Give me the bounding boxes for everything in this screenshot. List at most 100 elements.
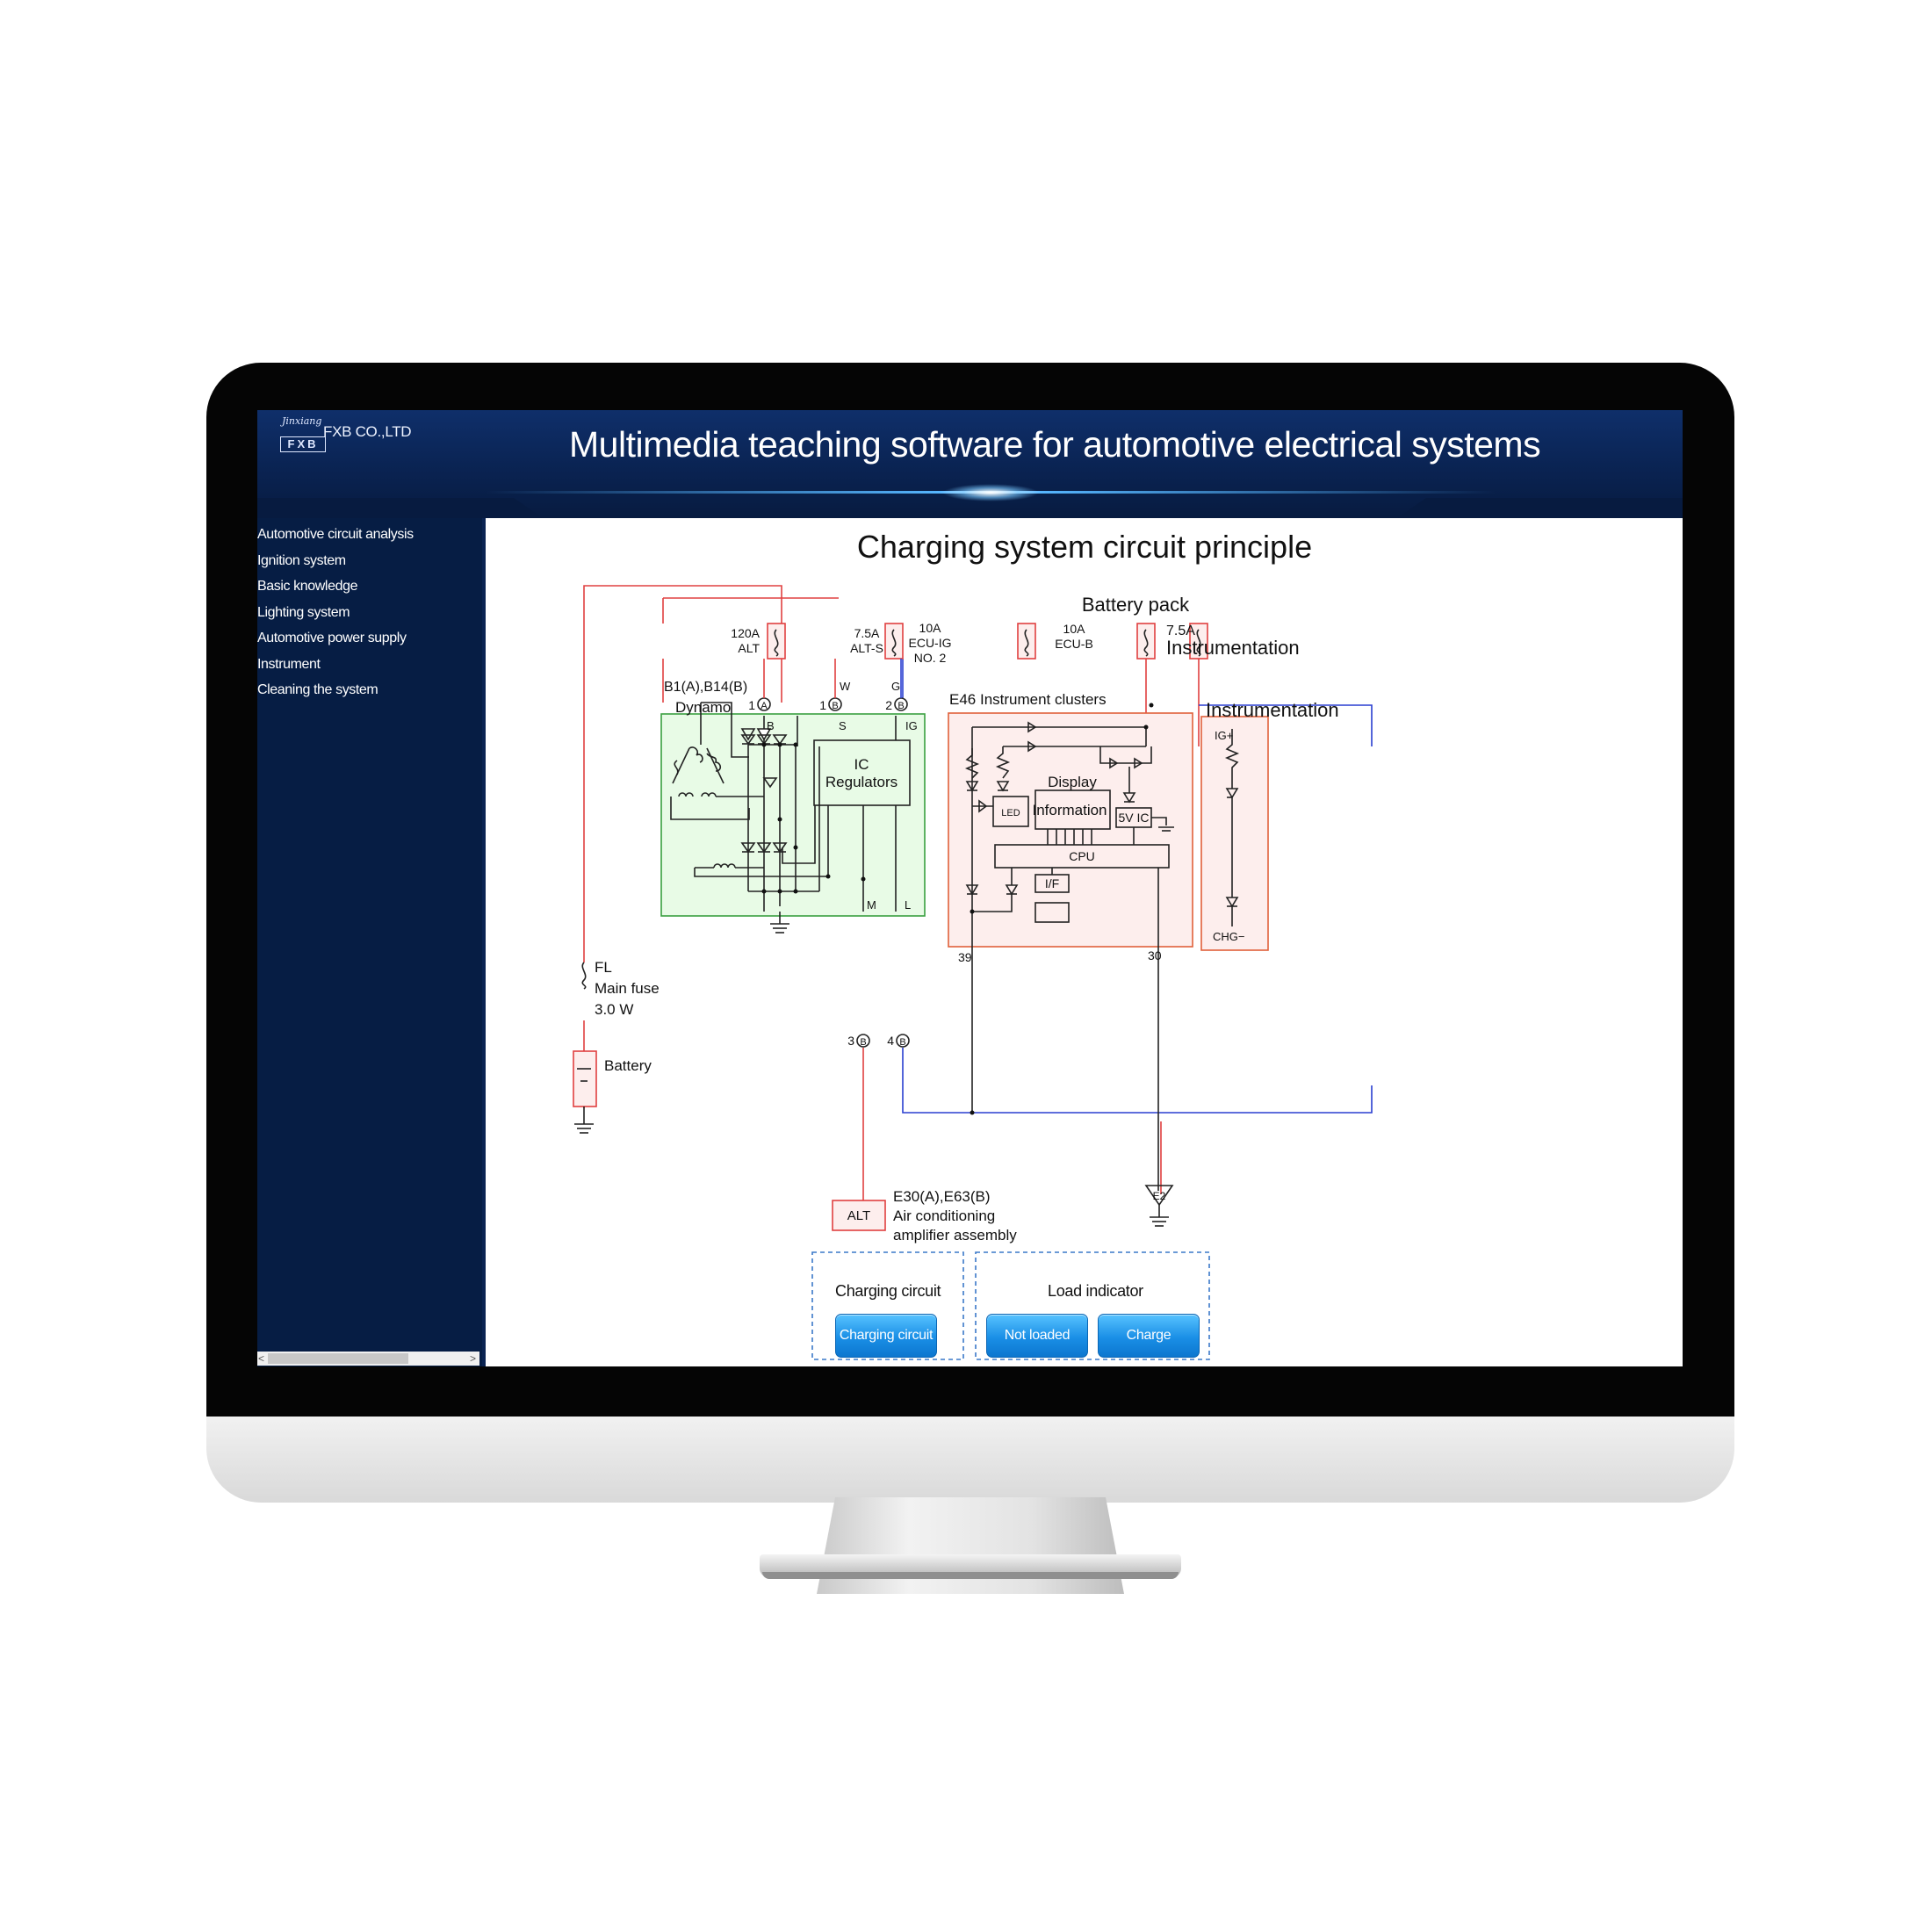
led-label: LED	[1001, 808, 1020, 818]
dynamo-code-label: B1(A),B14(B)	[664, 680, 747, 695]
dynamo-internals	[670, 702, 911, 934]
junction-dots	[761, 703, 1154, 1115]
ig-plus-label: IG+	[1215, 729, 1233, 742]
term-m-label: M	[867, 898, 876, 912]
pin-4-label: 4	[887, 1034, 894, 1048]
scroll-left-arrow-icon[interactable]: <	[258, 1352, 265, 1365]
display-label: Display	[1048, 774, 1097, 790]
pin-1a-label: 1	[748, 698, 755, 712]
diagram-title: Charging system circuit principle	[857, 529, 1312, 565]
main-fuse-label: Main fuse	[595, 980, 660, 997]
terminal-b4-label: B	[899, 1037, 905, 1048]
ic-line1-label: IC	[854, 756, 869, 773]
company-name: FXB CO.,LTD	[323, 423, 412, 440]
monitor-stand-foot-edge	[762, 1572, 1179, 1579]
alt-box-label: ALT	[847, 1208, 870, 1223]
company-logo: Jinxiang FXB	[268, 412, 326, 452]
i-f-label: I/F	[1045, 876, 1059, 890]
monitor-stand-neck	[817, 1497, 1124, 1594]
logo-letters: FXB	[280, 436, 326, 452]
fuse-alt-s-label: ALT-S	[850, 641, 883, 655]
dynamo-label: Dynamo	[675, 699, 731, 716]
pin-2-label: 2	[885, 698, 892, 712]
fuse-boxes	[573, 623, 1208, 1231]
fuse-7-5a-label: 7.5A	[854, 626, 880, 640]
charging-circuit-group-label: Charging circuit	[835, 1282, 941, 1300]
ac-line1-label: Air conditioning	[893, 1208, 995, 1224]
fuse-10a-label: 10A	[919, 621, 942, 635]
pin-39-label: 39	[958, 950, 972, 964]
ac-code-label: E30(A),E63(B)	[893, 1188, 991, 1205]
sidebar-item-lighting-system[interactable]: Lighting system	[257, 604, 350, 620]
e2-label: E2	[1153, 1190, 1166, 1202]
pin-30-label: 30	[1148, 948, 1162, 962]
term-s-label: S	[839, 719, 847, 732]
terminal-b2-label: B	[898, 701, 904, 711]
sidebar-item-cleaning-the-system[interactable]: Cleaning the system	[257, 682, 378, 697]
sidebar-item-automotive-power-supply[interactable]: Automotive power supply	[257, 631, 407, 645]
sidebar-item-automotive-circuit-analysis[interactable]: Automotive circuit analysis	[257, 527, 414, 542]
sidebar-item-ignition-system[interactable]: Ignition system	[257, 552, 346, 568]
scrollbar-thumb[interactable]	[268, 1353, 408, 1364]
not-loaded-button[interactable]: Not loaded	[986, 1314, 1088, 1358]
five-v-ic-label: 5V IC	[1118, 811, 1149, 825]
fuse-ecu-b-label: ECU-B	[1055, 637, 1093, 651]
e46-label: E46 Instrument clusters	[949, 691, 1107, 708]
chg-minus-label: CHG−	[1213, 930, 1244, 943]
term-l-label: L	[905, 898, 911, 912]
information-label: Information	[1032, 802, 1107, 818]
fuse-alt-label: ALT	[738, 641, 760, 655]
scroll-right-arrow-icon[interactable]: >	[470, 1352, 477, 1365]
sidebar-nav: Automotive circuit analysis Ignition sys…	[257, 522, 414, 703]
header-lower-band	[257, 498, 1683, 518]
blue-wires	[902, 659, 1373, 1114]
sidebar-horizontal-scrollbar[interactable]: < >	[257, 1352, 479, 1366]
monitor-chin	[206, 1417, 1734, 1503]
charging-circuit-button[interactable]: Charging circuit	[835, 1314, 937, 1358]
instrumentation-box	[1200, 716, 1269, 951]
battery-symbol	[574, 1068, 594, 1134]
pin-g-label: G	[891, 680, 900, 693]
main-fuse-rating-label: 3.0 W	[595, 1001, 633, 1018]
battery-label: Battery	[604, 1057, 652, 1074]
term-ig-label: IG	[905, 719, 918, 732]
fuse-symbols	[581, 629, 1201, 990]
ac-line2-label: amplifier assembly	[893, 1227, 1017, 1244]
sidebar-item-basic-knowledge[interactable]: Basic knowledge	[257, 579, 358, 594]
pin-w-label: W	[840, 680, 851, 693]
sidebar-item-instrument[interactable]: Instrument	[257, 656, 321, 672]
pin-1b-label: 1	[819, 698, 826, 712]
charge-button[interactable]: Charge	[1098, 1314, 1200, 1358]
load-indicator-group	[975, 1251, 1210, 1360]
screen: Jinxiang FXB FXB CO.,LTD Multimedia teac…	[257, 410, 1683, 1366]
app-title: Multimedia teaching software for automot…	[569, 424, 1541, 465]
e2-ground-symbol	[1144, 1185, 1174, 1227]
fl-label: FL	[595, 959, 612, 976]
header-glow	[942, 484, 1039, 501]
circuit-diagram: Charging system circuit principle Batter…	[573, 529, 1373, 1360]
instrumentation-internals	[1224, 729, 1240, 926]
terminal-b-label: B	[832, 701, 838, 711]
app-header: Jinxiang FXB FXB CO.,LTD Multimedia teac…	[257, 410, 1683, 518]
fuse-ecu-ig-label: ECU-IG	[909, 636, 952, 650]
pin-3-label: 3	[847, 1034, 854, 1048]
charging-circuit-group	[811, 1251, 964, 1360]
sidebar-divider	[482, 518, 486, 1366]
sidebar: Automotive circuit analysis Ignition sys…	[257, 518, 482, 1366]
fuse-120a-label: 120A	[731, 626, 760, 640]
terminal-a-label: A	[761, 701, 768, 711]
ic-line2-label: Regulators	[825, 774, 898, 790]
fuse-7-5a-b-label: 7.5A	[1166, 624, 1195, 638]
logo-word: Jinxiang	[282, 415, 322, 427]
fuse-no2-label: NO. 2	[914, 651, 947, 665]
fuse-instrumentation-label: Instrumentation	[1166, 637, 1300, 659]
content-panel: Charging system circuit principle Batter…	[486, 518, 1683, 1366]
load-indicator-group-label: Load indicator	[1048, 1282, 1143, 1300]
term-b-label: B	[767, 719, 775, 732]
battery-pack-label: Battery pack	[1082, 594, 1190, 616]
cpu-label: CPU	[1069, 849, 1095, 863]
fuse-10a-b-label: 10A	[1063, 622, 1086, 636]
instrumentation-right-label: Instrumentation	[1206, 699, 1339, 721]
terminal-b3-label: B	[860, 1037, 866, 1048]
instrument-cluster-internals	[964, 721, 1174, 1191]
